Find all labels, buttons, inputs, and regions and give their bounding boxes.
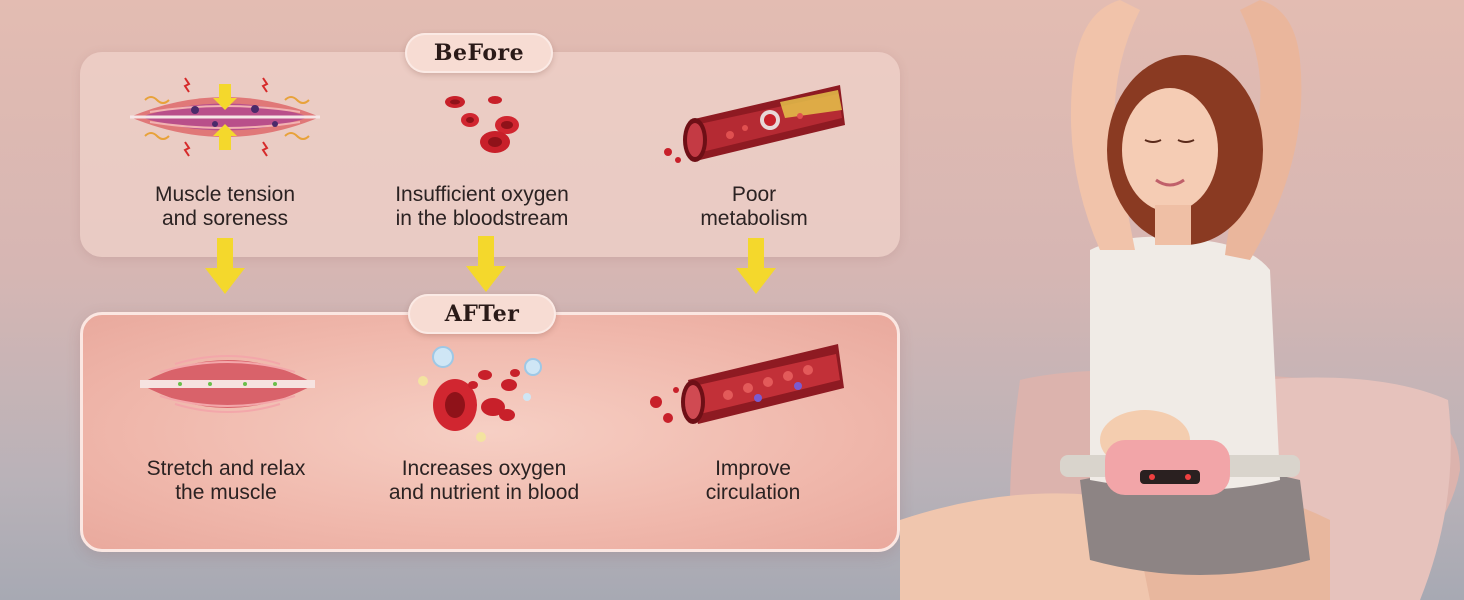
- down-arrow-icon: [466, 236, 506, 292]
- relaxed-muscle-icon: [140, 355, 315, 413]
- before-caption-2: Insufficient oxygen in the bloodstream: [395, 183, 569, 230]
- oxygenated-cells-icon: [418, 346, 542, 442]
- clogged-vessel-icon: [664, 85, 845, 163]
- tense-muscle-icon: [130, 77, 320, 157]
- down-arrow-icon: [205, 238, 245, 294]
- after-caption-3: Improve circulation: [705, 457, 801, 504]
- before-caption-1: Muscle tension and soreness: [154, 183, 296, 230]
- red-blood-cells-icon: [445, 96, 519, 153]
- after-caption-1: Stretch and relax the muscle: [146, 457, 306, 504]
- clear-vessel-icon: [650, 344, 844, 424]
- down-arrow-icon: [736, 238, 776, 294]
- after-caption-2: Increases oxygen and nutrient in blood: [388, 457, 580, 504]
- woman-wearing-heating-belt-photo: [900, 0, 1460, 600]
- before-label: BeFore: [405, 33, 553, 73]
- before-caption-3: Poor metabolism: [700, 183, 808, 230]
- after-panel: [80, 312, 900, 552]
- after-label: AFTer: [408, 294, 556, 334]
- before-panel: [80, 52, 900, 257]
